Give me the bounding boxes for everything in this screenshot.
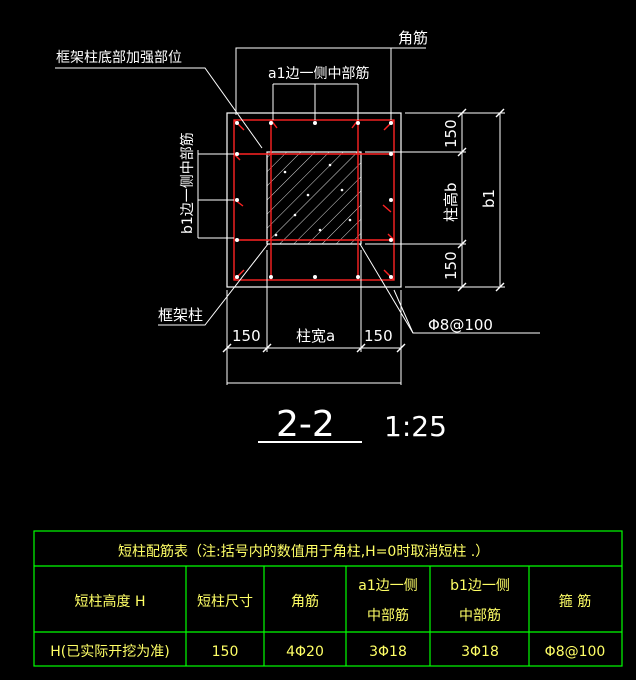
- label-corner-bar: 角筋: [398, 29, 428, 47]
- table-title: 短柱配筋表（注:括号内的数值用于角柱,H=0时取消短柱 .）: [118, 543, 489, 560]
- hatch-dots: [274, 163, 352, 237]
- dimension-ticks: [222, 108, 505, 353]
- leader-lines: [55, 47, 540, 334]
- dim-b1: b1: [480, 189, 498, 208]
- td-b1-mid: 3Φ18: [461, 644, 499, 660]
- th-short-col-height: 短柱高度 H: [75, 593, 146, 610]
- dim-top-150: 150: [442, 119, 460, 148]
- th-short-col-size: 短柱尺寸: [197, 594, 253, 610]
- rebar-table: [33, 530, 623, 667]
- column-hatch: [267, 152, 361, 244]
- th-a1-side: a1边一侧: [358, 578, 418, 594]
- td-size: 150: [212, 644, 239, 660]
- label-stirrup: Φ8@100: [428, 316, 493, 334]
- td-height: H(已实际开挖为准): [50, 644, 169, 660]
- dim-col-height: 柱高b: [442, 182, 460, 222]
- label-col-bottom-reinforce: 框架柱底部加强部位: [56, 50, 182, 66]
- label-frame-column: 框架柱: [158, 306, 203, 324]
- dimension-lines: [226, 112, 505, 385]
- dim-col-width: 柱宽a: [296, 327, 335, 345]
- th-b1-mid: 中部筋: [459, 607, 501, 624]
- th-stirrup: 箍 筋: [559, 593, 591, 610]
- section-mark: 2-2: [276, 404, 335, 445]
- rebar-bars: [235, 121, 393, 279]
- td-a1-mid: 3Φ18: [369, 644, 407, 660]
- section-scale: 1:25: [384, 410, 447, 443]
- td-stirrup: Φ8@100: [545, 644, 606, 660]
- th-a1-mid: 中部筋: [367, 607, 409, 624]
- label-a1-mid-bar: a1边一侧中部筋: [268, 65, 370, 82]
- label-b1-mid-bar: b1边一侧中部筋: [179, 132, 196, 234]
- dim-bottom-150: 150: [442, 251, 460, 280]
- th-b1-side: b1边一侧: [450, 578, 510, 594]
- td-corner-bar: 4Φ20: [286, 644, 324, 660]
- dim-right-150: 150: [364, 327, 393, 345]
- table-border: [33, 530, 623, 667]
- dim-left-150: 150: [232, 327, 261, 345]
- th-corner-bar: 角筋: [291, 593, 319, 610]
